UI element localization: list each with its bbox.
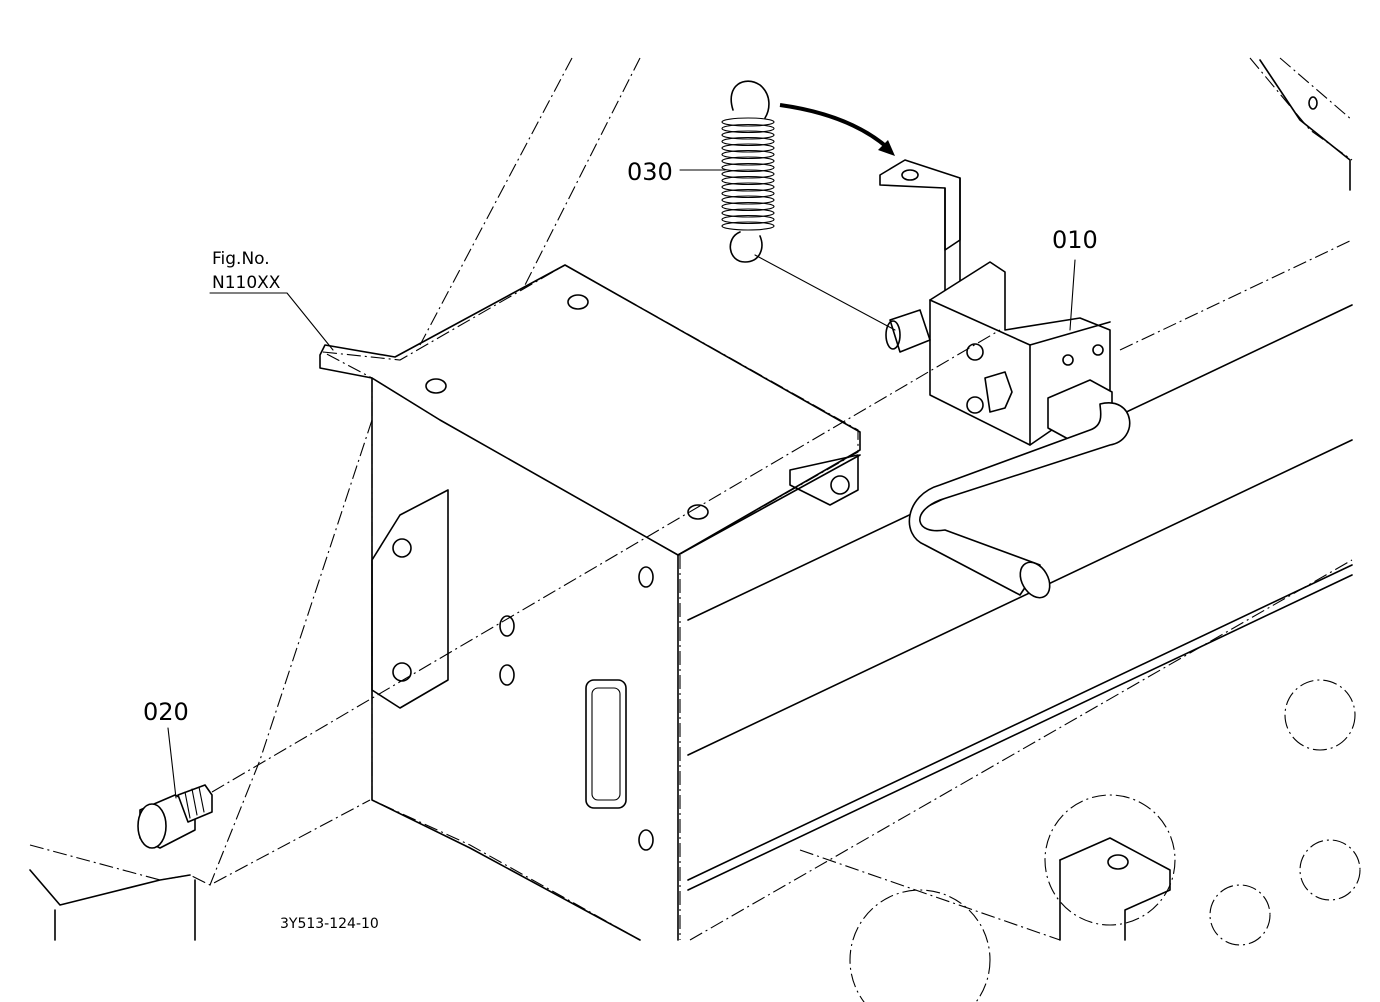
callout-030: 030 — [627, 158, 673, 186]
spring-coil — [721, 162, 775, 173]
fig-number: N110XX — [212, 273, 281, 293]
spring-coil — [721, 117, 775, 127]
fig-caption: Fig.No. — [212, 249, 270, 269]
spring-coil — [721, 208, 775, 218]
drawing-code: 3Y513-124-10 — [280, 916, 379, 932]
callout-020: 020 — [143, 698, 189, 726]
spring-coil — [721, 182, 775, 192]
spring-coil — [721, 221, 775, 231]
spring-coil — [721, 143, 775, 153]
spring-coil — [721, 195, 775, 205]
assembly-guides — [211, 103, 1001, 793]
callout-010: 010 — [1052, 226, 1098, 254]
spring-coil — [721, 188, 775, 199]
spring-coil — [721, 123, 775, 134]
spring-coil — [721, 149, 775, 160]
part-020-bolt — [137, 784, 213, 849]
spring-coil — [721, 136, 775, 147]
spring-coil — [721, 201, 775, 212]
spring-coil — [721, 214, 775, 225]
part-010-bracket — [879, 159, 1131, 599]
spring-coil — [721, 156, 775, 166]
spring-coil — [721, 130, 775, 140]
part-030-spring — [721, 80, 775, 263]
main-frame — [29, 59, 1353, 941]
callouts — [167, 169, 1076, 799]
spring-coil — [721, 169, 775, 179]
spring-coil — [721, 175, 775, 186]
